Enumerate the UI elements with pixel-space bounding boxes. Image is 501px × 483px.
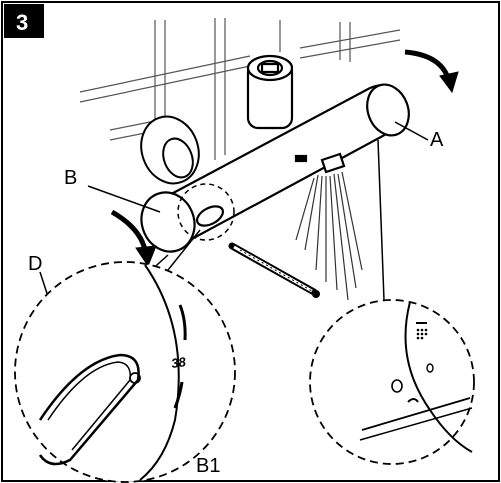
thermostatic-mixer	[140, 54, 410, 253]
shower-spray	[295, 171, 363, 301]
rotate-arrow-icon	[110, 49, 459, 268]
step-badge: 3	[4, 4, 44, 38]
label-a: A	[430, 129, 444, 151]
temperature-mark: 38	[170, 354, 187, 371]
wall-mount	[140, 115, 200, 185]
zoom-circle-left: 38	[14, 261, 236, 483]
label-b1: B1	[196, 455, 220, 477]
step-number: 3	[16, 10, 28, 35]
zoom-circle-small	[177, 183, 235, 241]
tile-wall	[79, 18, 401, 216]
thermometer	[228, 242, 320, 298]
spray-mode-icon	[416, 322, 428, 340]
label-b: B	[64, 167, 77, 189]
zoom-circle-right	[309, 299, 475, 465]
label-d: D	[28, 253, 42, 275]
